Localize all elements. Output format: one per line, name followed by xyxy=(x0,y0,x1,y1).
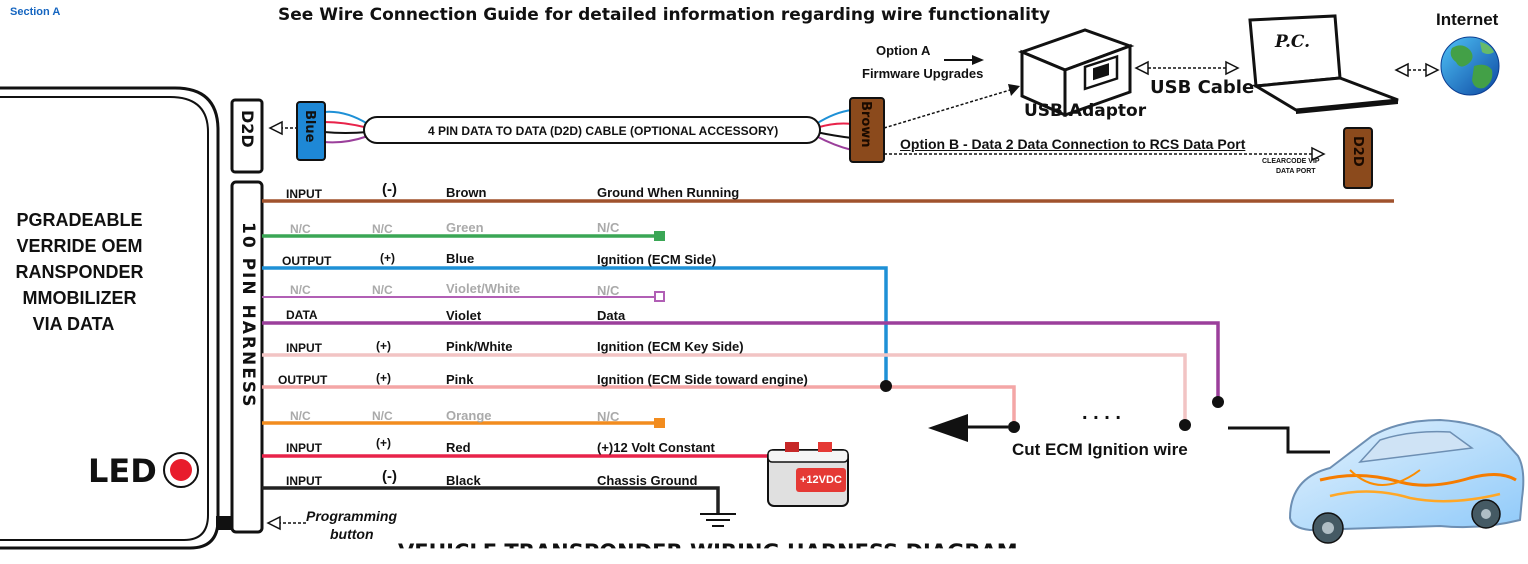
usb-adaptor-icon xyxy=(1017,28,1135,118)
clearcode-line2: DATA PORT xyxy=(1276,168,1316,175)
wire-function: N/C xyxy=(597,220,620,235)
d2d-cable-sheath xyxy=(363,116,821,144)
wire-color: Brown xyxy=(446,185,487,200)
blue-connector-shape xyxy=(296,101,326,161)
battery-label: +12VDC xyxy=(800,474,842,486)
wire-polarity: (-) xyxy=(382,468,397,485)
usb-adaptor-label: USB Adaptor xyxy=(1024,101,1147,121)
module-text-line: MMOBILIZER xyxy=(22,288,137,308)
brown-connector-label: Brown xyxy=(858,101,873,148)
wire-type: INPUT xyxy=(286,341,322,355)
wire-color: Pink xyxy=(446,372,474,387)
wire-color: Pink/White xyxy=(446,339,513,354)
clearcode-line1: CLEARCODE VIP xyxy=(1262,158,1320,165)
module-body-inner xyxy=(0,96,209,541)
cut-label: Cut ECM Ignition wire xyxy=(1012,440,1188,459)
header-note: See Wire Connection Guide for detailed i… xyxy=(278,5,1051,25)
wire-type: N/C xyxy=(290,222,311,236)
blue-connector-label: Blue xyxy=(302,110,317,143)
module-text-line: VERRIDE OEM xyxy=(16,236,143,256)
module-text-line: VIA DATA xyxy=(32,314,115,334)
programming-label: Programming xyxy=(306,508,398,524)
ground-symbol xyxy=(700,513,736,527)
wire-polarity: N/C xyxy=(372,222,393,236)
usb-cable-label: USB Cable xyxy=(1150,77,1255,98)
wire-function: Chassis Ground xyxy=(597,473,698,488)
wire-function: Ignition (ECM Key Side) xyxy=(597,339,744,354)
wire-function: N/C xyxy=(597,283,620,298)
cable-label: 4 PIN DATA TO DATA (D2D) CABLE (OPTIONAL… xyxy=(428,124,779,138)
wire-type: INPUT xyxy=(286,474,322,488)
module-text-line: PGRADEABLE xyxy=(16,210,143,230)
wire-polarity: (-) xyxy=(382,181,397,198)
wire-polarity: N/C xyxy=(372,409,393,423)
wire-function: Ignition (ECM Side toward engine) xyxy=(597,372,808,387)
footer-title: VEHICLE TRANSPONDER WIRING HARNESS DIAGR… xyxy=(398,540,1018,564)
wire-function: N/C xyxy=(597,409,620,424)
laptop-icon xyxy=(1248,14,1399,114)
pc-label: P.C. xyxy=(1275,32,1311,52)
wire-function: Data xyxy=(597,308,626,323)
option-b-label: Option B - Data 2 Data Connection to RCS… xyxy=(900,136,1246,152)
dots-label: . . . . xyxy=(1082,402,1121,424)
wire-polarity: N/C xyxy=(372,283,393,297)
wire-polarity: (+) xyxy=(376,436,391,450)
harness-label: 10 PIN HARNESS xyxy=(238,222,258,409)
module-body xyxy=(0,86,220,550)
car-icon xyxy=(1288,418,1525,544)
programming-label-2: button xyxy=(330,526,374,542)
wire-type: OUTPUT xyxy=(282,254,332,268)
option-a-line2: Firmware Upgrades xyxy=(862,66,984,81)
wire-color: Violet/White xyxy=(446,281,521,296)
wire-polarity: (+) xyxy=(380,251,395,265)
wire-color: Black xyxy=(446,473,481,488)
wire-color: Blue xyxy=(446,251,475,266)
brown-connector-shape xyxy=(849,97,885,163)
programming-button xyxy=(216,516,232,530)
internet-label: Internet xyxy=(1436,10,1499,29)
module-text-line: RANSPONDER xyxy=(15,262,144,282)
rcs-d2d-port xyxy=(1343,127,1373,189)
d2d-port xyxy=(230,98,264,174)
rcs-d2d-label: D2D xyxy=(1350,136,1365,167)
wire-type: N/C xyxy=(290,409,311,423)
wire-function: (+)12 Volt Constant xyxy=(597,440,715,455)
wire-color: Violet xyxy=(446,308,482,323)
wire-type: N/C xyxy=(290,283,311,297)
wire-function: Ground When Running xyxy=(597,185,740,200)
globe-icon xyxy=(1440,36,1500,96)
wire-type: INPUT xyxy=(286,441,322,455)
wire-polarity: (+) xyxy=(376,371,391,385)
wire-color: Green xyxy=(446,220,484,235)
section-label: Section A xyxy=(10,6,61,18)
option-a-line1: Option A xyxy=(876,43,931,58)
wire-color: Red xyxy=(446,440,471,455)
wire-polarity: (+) xyxy=(376,339,391,353)
wire-function: Ignition (ECM Side) xyxy=(597,252,717,267)
wire-type: OUTPUT xyxy=(278,373,328,387)
wire-color: Orange xyxy=(446,408,492,423)
led-label: LED xyxy=(88,452,157,490)
wire-type: DATA xyxy=(286,308,318,322)
harness-connector xyxy=(230,180,264,534)
wire-type: INPUT xyxy=(286,187,322,201)
battery-icon xyxy=(767,442,849,507)
d2d-label: D2D xyxy=(238,110,257,148)
harness-wires xyxy=(262,199,1394,514)
